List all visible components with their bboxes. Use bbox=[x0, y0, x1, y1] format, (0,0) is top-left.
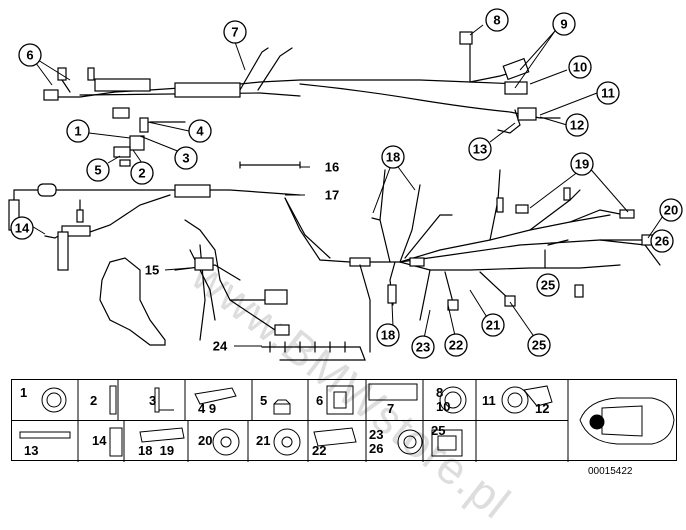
callout-6: 6 bbox=[18, 43, 42, 67]
callout-label: 19 bbox=[575, 157, 589, 172]
legend-top-label: 6 bbox=[316, 393, 324, 408]
callout-label: 10 bbox=[573, 60, 587, 75]
callout-21: 21 bbox=[481, 313, 505, 337]
callout-18: 18 bbox=[376, 323, 400, 347]
callout-label: 1 bbox=[74, 124, 81, 139]
callout-label: 6 bbox=[26, 48, 33, 63]
legend-top-label: 12 bbox=[535, 401, 550, 416]
callout-label: 15 bbox=[145, 263, 159, 278]
legend-top-label: 8 10 bbox=[436, 385, 451, 414]
callout-label: 11 bbox=[601, 86, 615, 101]
callout-label: 18 bbox=[381, 328, 395, 343]
callout-23: 23 bbox=[411, 335, 435, 359]
callout-9: 9 bbox=[552, 12, 576, 36]
callout-8: 8 bbox=[485, 8, 509, 32]
callout-label: 12 bbox=[570, 118, 584, 133]
reference-number: 00015422 bbox=[588, 466, 633, 477]
callout-4: 4 bbox=[188, 119, 212, 143]
callout-1: 1 bbox=[66, 119, 90, 143]
callout-16: 16 bbox=[325, 160, 339, 175]
callout-25: 25 bbox=[527, 333, 551, 357]
legend-bottom-label: 23 26 bbox=[369, 427, 384, 456]
callout-14: 14 bbox=[10, 216, 34, 240]
callout-label: 5 bbox=[94, 163, 101, 178]
callout-label: 23 bbox=[416, 340, 430, 355]
callout-13: 13 bbox=[468, 137, 492, 161]
legend-top-label: 11 bbox=[482, 393, 496, 408]
callout-2: 2 bbox=[130, 161, 154, 185]
legend-top-label: 3 bbox=[149, 393, 157, 408]
legend-icons bbox=[19, 380, 675, 462]
legend-top-label: 2 bbox=[90, 393, 98, 408]
legend-bottom-label: 20 bbox=[198, 433, 213, 448]
callout-label: 13 bbox=[473, 142, 487, 157]
callout-20: 20 bbox=[659, 198, 683, 222]
callout-label: 9 bbox=[560, 17, 567, 32]
legend-bottom-label: 13 bbox=[24, 443, 39, 458]
callout-label: 17 bbox=[325, 188, 339, 203]
callout-label: 24 bbox=[213, 339, 228, 354]
callout-26: 26 bbox=[650, 229, 674, 253]
callout-label: 26 bbox=[655, 234, 669, 249]
callout-label: 14 bbox=[15, 221, 30, 236]
legend-top-label: 5 bbox=[260, 393, 268, 408]
callout-label: 21 bbox=[486, 318, 500, 333]
parts-diagram: www.BMWstore.pl bbox=[8, 8, 683, 529]
callout-label: 4 bbox=[196, 124, 204, 139]
callout-label: 25 bbox=[541, 278, 555, 293]
callout-label: 18 bbox=[386, 150, 400, 165]
legend-top-label: 4 9 bbox=[198, 401, 217, 416]
callout-10: 10 bbox=[568, 55, 592, 79]
callout-5: 5 bbox=[86, 158, 110, 182]
callout-label: 8 bbox=[493, 13, 500, 28]
callout-3: 3 bbox=[174, 146, 198, 170]
wiring-harness-drawing: 1234567891011121314151617181819202122232… bbox=[8, 8, 683, 361]
callout-24: 24 bbox=[213, 339, 228, 354]
callout-22: 22 bbox=[444, 333, 468, 357]
callout-label: 16 bbox=[325, 160, 339, 175]
callout-12: 12 bbox=[565, 113, 589, 137]
callout-7: 7 bbox=[223, 20, 247, 44]
callout-label: 22 bbox=[449, 338, 463, 353]
legend-bottom-label: 18 19 bbox=[138, 443, 175, 458]
callout-label: 3 bbox=[182, 151, 189, 166]
legend-bottom-label: 14 bbox=[92, 433, 107, 448]
callout-25: 25 bbox=[536, 273, 560, 297]
legend-bottom-label: 25 bbox=[431, 423, 446, 438]
callout-15: 15 bbox=[145, 263, 159, 278]
legend-bottom-label: 21 bbox=[256, 433, 271, 448]
callout-11: 11 bbox=[596, 81, 620, 105]
callout-17: 17 bbox=[325, 188, 339, 203]
legend-top-label: 7 bbox=[387, 401, 395, 416]
legend-bottom-label: 22 bbox=[312, 443, 327, 458]
callout-label: 20 bbox=[664, 203, 678, 218]
legend-top-label: 1 bbox=[20, 385, 28, 400]
callout-19: 19 bbox=[570, 152, 594, 176]
callout-label: 2 bbox=[138, 166, 145, 181]
callout-label: 25 bbox=[532, 338, 546, 353]
callout-label: 7 bbox=[231, 25, 238, 40]
callout-18: 18 bbox=[381, 145, 405, 169]
